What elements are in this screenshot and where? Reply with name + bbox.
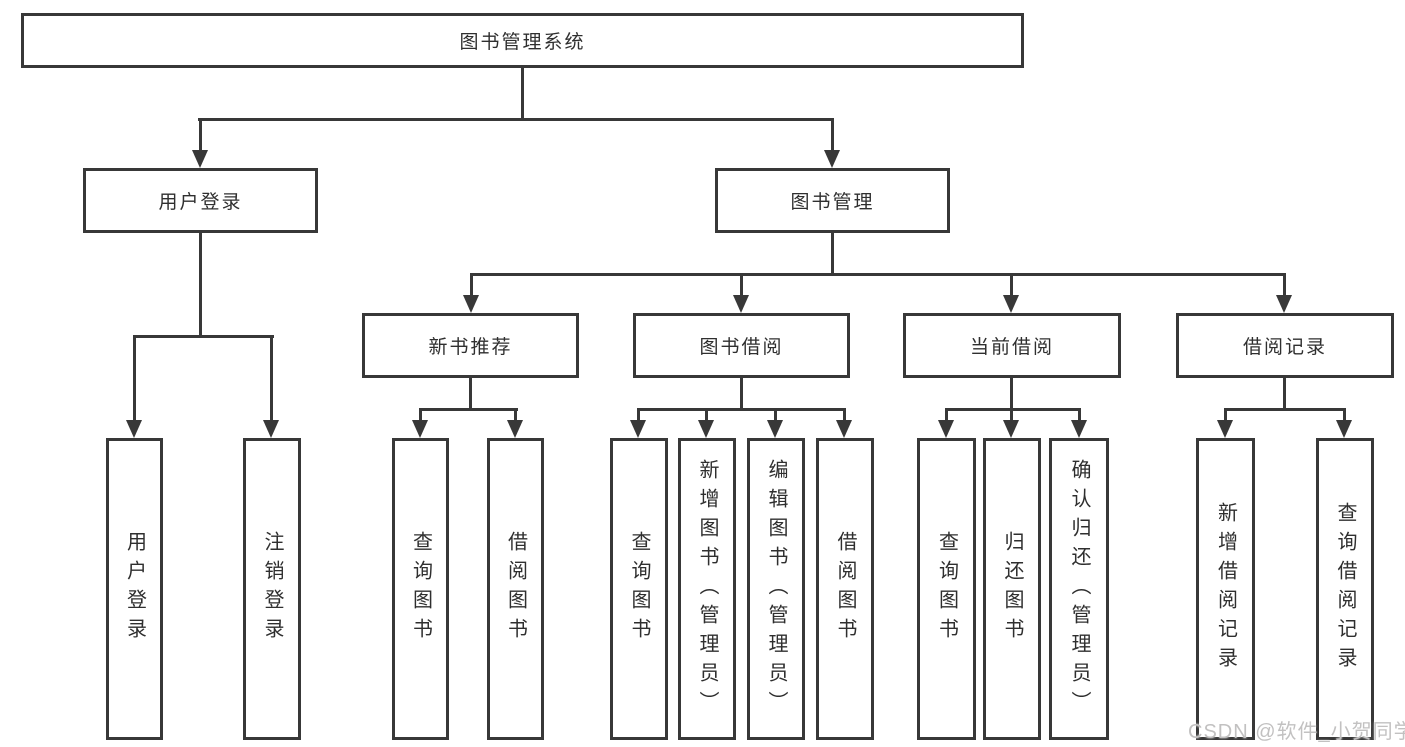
connector-line — [637, 408, 846, 411]
arrowhead-down-icon — [126, 420, 142, 438]
node-current-borrowing: 当前借阅 — [903, 313, 1121, 378]
connector-line — [1078, 408, 1081, 420]
connector-line — [1343, 408, 1346, 420]
leaf-label: 编辑图书（管理员） — [765, 458, 787, 720]
leaf-add-books-admin: 新增图书（管理员） — [678, 438, 736, 740]
arrowhead-down-icon — [1217, 420, 1233, 438]
leaf-label: 查询图书 — [409, 531, 432, 647]
arrowhead-down-icon — [1336, 420, 1352, 438]
leaf-borrow-books: 借阅图书 — [816, 438, 874, 740]
arrowhead-down-icon — [733, 295, 749, 313]
leaf-label: 新增借阅记录 — [1214, 502, 1237, 676]
connector-line — [740, 273, 743, 295]
connector-line — [637, 408, 640, 420]
arrowhead-down-icon — [263, 420, 279, 438]
leaf-query-borrow-record: 查询借阅记录 — [1316, 438, 1374, 740]
node-label: 图书借阅 — [699, 337, 784, 358]
connector-line — [831, 233, 834, 273]
arrowhead-down-icon — [767, 420, 783, 438]
connector-line — [740, 378, 743, 408]
node-label: 图书管理 — [790, 192, 875, 213]
arrowhead-down-icon — [1071, 420, 1087, 438]
leaf-label: 新增图书（管理员） — [696, 458, 718, 720]
leaf-label: 确认归还（管理员） — [1068, 458, 1090, 720]
leaf-label: 归还图书 — [1001, 531, 1023, 647]
connector-line — [133, 335, 274, 338]
node-label: 当前借阅 — [969, 337, 1054, 358]
connector-line — [1010, 378, 1013, 408]
connector-line — [1283, 378, 1286, 408]
node-library-system: 图书管理系统 — [21, 13, 1024, 68]
leaf-return-books: 归还图书 — [983, 438, 1041, 740]
leaf-logout: 注销登录 — [243, 438, 301, 740]
connector-line — [470, 273, 1286, 276]
arrowhead-down-icon — [412, 420, 428, 438]
arrowhead-down-icon — [938, 420, 954, 438]
leaf-query-books-current: 查询图书 — [917, 438, 976, 740]
arrowhead-down-icon — [1003, 420, 1019, 438]
arrowhead-down-icon — [824, 150, 840, 168]
node-label: 借阅记录 — [1242, 337, 1327, 358]
arrowhead-down-icon — [463, 295, 479, 313]
connector-line — [199, 233, 202, 335]
node-borrowing-records: 借阅记录 — [1176, 313, 1394, 378]
connector-line — [514, 408, 517, 420]
csdn-watermark: CSDN @软件_小贺同学 — [1188, 721, 1405, 743]
leaf-label: 借阅图书 — [504, 531, 527, 647]
leaf-add-borrow-record: 新增借阅记录 — [1196, 438, 1255, 740]
connector-line — [1224, 408, 1345, 411]
connector-line — [945, 408, 1081, 411]
connector-line — [1010, 408, 1013, 420]
node-label: 图书管理系统 — [459, 32, 586, 53]
node-book-management: 图书管理 — [715, 168, 950, 233]
connector-line — [470, 273, 473, 295]
arrowhead-down-icon — [630, 420, 646, 438]
arrowhead-down-icon — [192, 150, 208, 168]
connector-line — [1283, 273, 1286, 295]
leaf-user-login: 用户登录 — [106, 438, 163, 740]
node-book-borrowing: 图书借阅 — [633, 313, 850, 378]
node-label: 用户登录 — [158, 192, 243, 213]
leaf-label: 查询借阅记录 — [1334, 502, 1356, 676]
connector-line — [1224, 408, 1227, 420]
leaf-label: 注销登录 — [261, 531, 283, 647]
connector-line — [945, 408, 948, 420]
connector-line — [419, 408, 518, 411]
connector-line — [843, 408, 846, 420]
node-new-book-recommend: 新书推荐 — [362, 313, 579, 378]
leaf-confirm-return-admin: 确认归还（管理员） — [1049, 438, 1109, 740]
leaf-label: 用户登录 — [123, 531, 146, 647]
leaf-query-books-borrow: 查询图书 — [610, 438, 668, 740]
node-user-login: 用户登录 — [83, 168, 318, 233]
arrowhead-down-icon — [507, 420, 523, 438]
arrowhead-down-icon — [836, 420, 852, 438]
connector-line — [198, 118, 834, 121]
node-label: 新书推荐 — [428, 337, 513, 358]
arrowhead-down-icon — [1276, 295, 1292, 313]
leaf-query-books-recommend: 查询图书 — [392, 438, 449, 740]
connector-line — [831, 118, 834, 152]
arrowhead-down-icon — [1003, 295, 1019, 313]
leaf-label: 查询图书 — [628, 531, 650, 647]
connector-line — [270, 335, 273, 420]
connector-line — [469, 378, 472, 408]
leaf-borrow-books-recommend: 借阅图书 — [487, 438, 544, 740]
leaf-edit-books-admin: 编辑图书（管理员） — [747, 438, 805, 740]
leaf-label: 查询图书 — [935, 531, 958, 647]
connector-line — [1010, 273, 1013, 295]
connector-line — [521, 68, 524, 118]
connector-line — [419, 408, 422, 420]
leaf-label: 借阅图书 — [834, 531, 856, 647]
connector-line — [199, 118, 202, 152]
connector-line — [705, 408, 708, 420]
arrowhead-down-icon — [698, 420, 714, 438]
connector-line — [133, 335, 136, 420]
connector-line — [774, 408, 777, 420]
